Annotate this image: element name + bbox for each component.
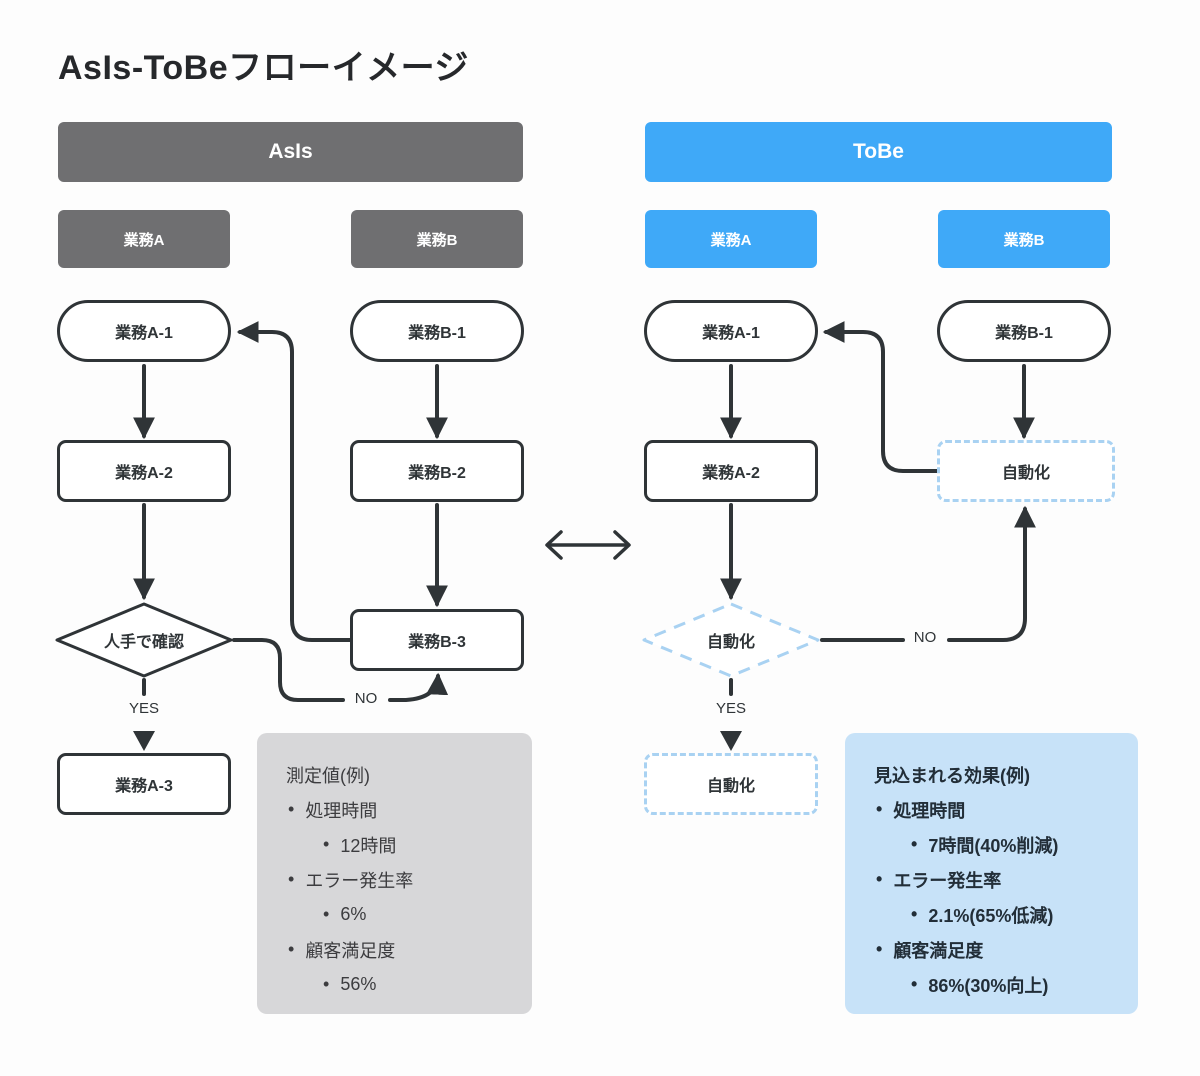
arrow-tobe-autob-a1 — [822, 321, 940, 473]
bullet-icon: • — [876, 869, 883, 889]
asis-node-b2: 業務B-2 — [350, 440, 524, 502]
measurement-item-value: •6% — [323, 904, 367, 924]
asis-node-a3: 業務A-3 — [57, 753, 231, 815]
asis-lane-b: 業務B — [351, 210, 523, 268]
bullet-icon: • — [323, 904, 330, 924]
effect-item-value: •86%(30%向上) — [911, 974, 1049, 996]
effect-item-value: •7時間(40%削減) — [911, 834, 1059, 856]
asis-tobe-compare-arrow — [545, 530, 631, 560]
effect-box-title: 見込まれる効果(例) — [874, 765, 1030, 786]
effect-item-label: •処理時間 — [876, 799, 966, 821]
asis-no-line-1 — [232, 638, 345, 702]
measurement-item-label: •エラー発生率 — [288, 869, 414, 891]
asis-node-b3: 業務B-3 — [350, 609, 524, 671]
bullet-icon: • — [911, 974, 918, 994]
tobe-no-label: NO — [913, 629, 937, 646]
measurement-box-title: 測定値(例) — [286, 765, 370, 786]
asis-yes-label: YES — [128, 700, 159, 717]
arrow-asis-no-b3 — [388, 672, 449, 702]
asis-decision-label: 人手で確認 — [103, 634, 184, 651]
bullet-icon: • — [288, 799, 295, 819]
bullet-icon: • — [911, 834, 918, 854]
asis-node-a1: 業務A-1 — [57, 300, 231, 362]
tobe-header: ToBe — [645, 122, 1112, 182]
arrow-asis-b3-a1 — [236, 321, 353, 642]
measurement-box: 測定値(例) •処理時間 •12時間 •エラー発生率 •6% •顧客満足度 •5… — [257, 733, 532, 1014]
tobe-lane-b: 業務B — [938, 210, 1110, 268]
measurement-item-value: •12時間 — [323, 834, 397, 856]
arrow-tobe-no-autob — [947, 505, 1036, 642]
tobe-lane-a: 業務A — [645, 210, 817, 268]
tobe-decision-diamond — [642, 602, 820, 678]
asis-no-label: NO — [354, 690, 378, 707]
asis-yes-arrowhead — [133, 731, 155, 751]
bullet-icon: • — [323, 834, 330, 854]
asis-header: AsIs — [58, 122, 523, 182]
tobe-yes-arrowhead — [720, 731, 742, 751]
asis-node-b1: 業務B-1 — [350, 300, 524, 362]
tobe-yes-label: YES — [715, 700, 746, 717]
bullet-icon: • — [876, 939, 883, 959]
tobe-decision-label: 自動化 — [706, 634, 755, 651]
tobe-node-a2: 業務A-2 — [644, 440, 818, 502]
asis-node-a2: 業務A-2 — [57, 440, 231, 502]
bullet-icon: • — [911, 904, 918, 924]
asis-lane-a: 業務A — [58, 210, 230, 268]
bullet-icon: • — [288, 939, 295, 959]
bullet-icon: • — [876, 799, 883, 819]
tobe-node-b1: 業務B-1 — [937, 300, 1111, 362]
page-title: AsIs-ToBeフローイメージ — [58, 49, 469, 87]
effect-item-label: •エラー発生率 — [876, 869, 1002, 891]
measurement-item-value: •56% — [323, 974, 377, 994]
measurement-item-label: •処理時間 — [288, 799, 378, 821]
effect-box: 見込まれる効果(例) •処理時間 •7時間(40%削減) •エラー発生率 •2.… — [845, 733, 1138, 1014]
effect-item-label: •顧客満足度 — [876, 939, 984, 961]
asis-decision-diamond — [55, 602, 233, 678]
tobe-node-auto-a: 自動化 — [644, 753, 818, 815]
bullet-icon: • — [323, 974, 330, 994]
bullet-icon: • — [288, 869, 295, 889]
tobe-node-auto-b: 自動化 — [937, 440, 1115, 502]
effect-item-value: •2.1%(65%低減) — [911, 904, 1054, 926]
measurement-item-label: •顧客満足度 — [288, 939, 396, 961]
tobe-node-a1: 業務A-1 — [644, 300, 818, 362]
